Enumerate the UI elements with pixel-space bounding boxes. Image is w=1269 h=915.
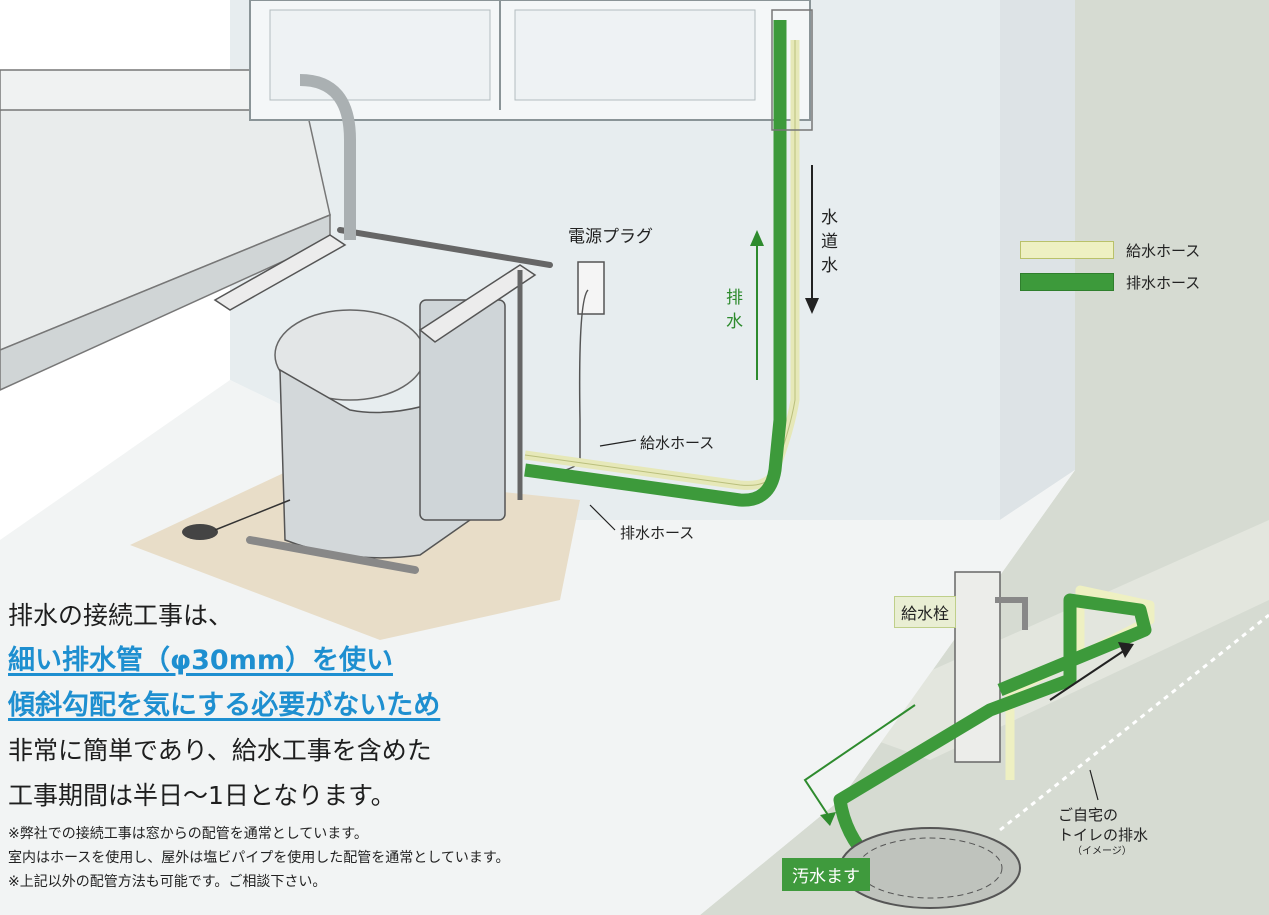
- supply-hose-label: 給水ホース: [640, 434, 715, 452]
- drain-hose-pipe: [524, 20, 787, 507]
- armrest-left: [213, 234, 347, 311]
- outdoor-ground: [700, 0, 1269, 915]
- drainage-label: 排 水: [726, 286, 743, 334]
- window-pane-left: [269, 9, 491, 101]
- home-drain-leader: [1089, 769, 1099, 801]
- legend-item-drain: 排水ホース: [1020, 266, 1200, 298]
- exterior-wall: [1000, 0, 1075, 520]
- tap-water-char: 水: [821, 256, 838, 276]
- main-description: 排水の接続工事は、 細い排水管（φ30mm）を使い 傾斜勾配を気にする必要がない…: [8, 593, 440, 818]
- home-drain-dashed-line: [999, 613, 1269, 832]
- tap-water-char: 道: [821, 232, 838, 252]
- home-drain-line: ご自宅の: [1058, 806, 1119, 824]
- main-text-line: 排水の接続工事は、: [8, 601, 234, 630]
- main-text-line: 非常に簡単であり、給水工事を含めた: [8, 736, 432, 765]
- remote-cord: [214, 499, 291, 531]
- legend-label-drain: 排水ホース: [1126, 273, 1201, 292]
- notes: ※弊社での接続工事は窓からの配管を通常としています。 室内はホースを使用し、屋外…: [8, 822, 509, 894]
- main-text-line-emphasis: 傾斜勾配を気にする必要がないため: [8, 690, 441, 721]
- drainage-char: 排: [726, 288, 743, 308]
- main-text-line-emphasis: 細い排水管（φ30mm）を使い: [8, 645, 393, 676]
- legend-swatch-drain: [1020, 273, 1114, 291]
- drainage-arrowhead: [750, 230, 764, 246]
- legend: 給水ホース 排水ホース: [1020, 234, 1200, 298]
- home-drain-label: ご自宅の トイレの排水 （イメージ）: [1058, 805, 1148, 859]
- tap-water-label: 水 道 水: [821, 206, 838, 278]
- control-remote: [182, 524, 218, 540]
- main-text-line: 工事期間は半日〜1日となります。: [8, 781, 396, 810]
- armrest-right: [418, 264, 537, 343]
- toilet-tank: [419, 299, 506, 521]
- note-line: 室内はホースを使用し、屋外は塩ビパイプを使用した配管を通常としています。: [8, 850, 510, 866]
- power-outlet: [577, 261, 605, 315]
- supply-leader: [599, 439, 637, 447]
- legend-item-supply: 給水ホース: [1020, 234, 1200, 266]
- drainage-char: 水: [726, 312, 743, 332]
- legend-swatch-supply: [1020, 241, 1114, 259]
- faucet-label: 給水栓: [894, 596, 957, 628]
- window-pipe-box: [771, 9, 813, 131]
- note-line: ※上記以外の配管方法も可能です。ご相談下さい。: [8, 874, 327, 890]
- outdoor-flow-arrow: [1049, 649, 1126, 701]
- outdoor-drain-arrowhead: [820, 812, 836, 826]
- faucet-spout: [995, 597, 1028, 630]
- tap-water-arrowhead: [805, 298, 819, 314]
- drain-leader: [589, 504, 616, 531]
- outdoor-flow-arrowhead: [1118, 642, 1134, 658]
- outdoor-path: [820, 520, 1269, 760]
- outdoor-drain-arrow: [803, 704, 916, 816]
- home-drain-line: トイレの排水: [1058, 826, 1149, 844]
- rail-frame: [337, 227, 553, 268]
- tap-water-char: 水: [821, 208, 838, 228]
- sewer-basin-label: 汚水ます: [782, 858, 870, 891]
- legend-label-supply: 給水ホース: [1126, 241, 1201, 260]
- power-plug-label: 電源プラグ: [568, 227, 653, 247]
- home-drain-note: （イメージ）: [1072, 846, 1132, 857]
- grab-bar: [299, 74, 356, 240]
- drain-hose-label: 排水ホース: [620, 524, 695, 542]
- sewer-grate: [857, 837, 1003, 899]
- note-line: ※弊社での接続工事は窓からの配管を通常としています。: [8, 826, 368, 842]
- window-pane-right: [514, 9, 756, 101]
- base-rail: [246, 536, 419, 574]
